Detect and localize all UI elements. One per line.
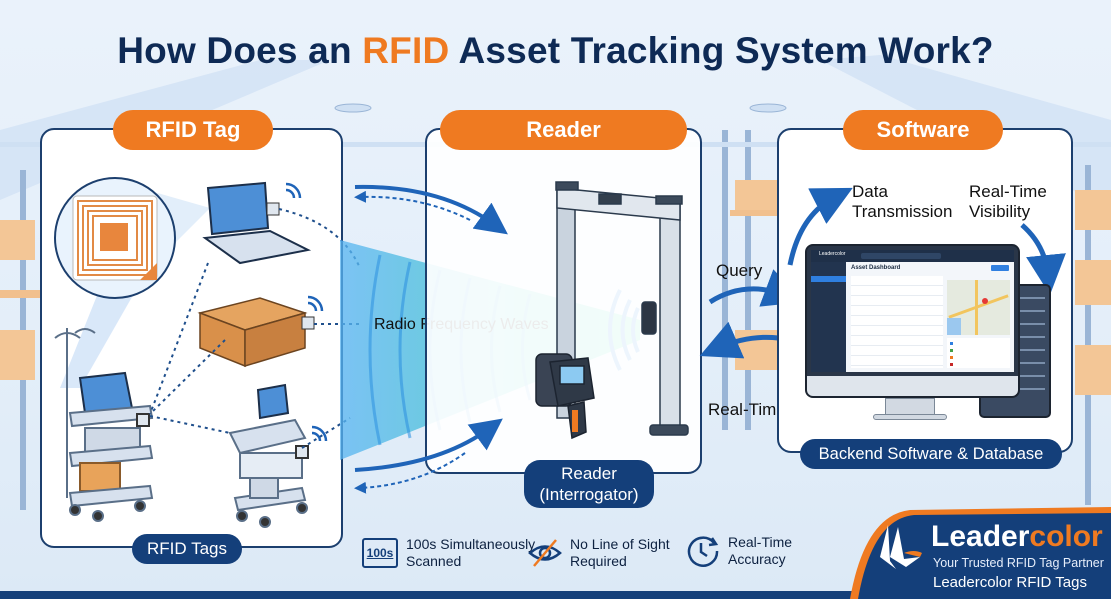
realtime-top-line1: Real-Time [969, 182, 1047, 201]
dashboard-search-input[interactable] [861, 253, 941, 259]
counter-icon: 100s [362, 537, 398, 568]
rfid-tags-footer: RFID Tags [132, 534, 242, 564]
brand-product: Leadercolor RFID Tags [933, 574, 1087, 591]
brand-name: Leadercolor [931, 522, 1103, 552]
wifi-signal-icon [311, 425, 328, 442]
reader-illustrations [535, 181, 689, 440]
data-transmission-line1: Data [852, 182, 888, 201]
realtime-down-arrow [1020, 223, 1066, 295]
title-accent: RFID [362, 30, 450, 71]
pallet-asset [197, 297, 315, 368]
rfid-portal-gate [555, 181, 689, 436]
reader-header: Reader [440, 110, 687, 150]
handheld-reader-device [535, 353, 595, 440]
brand-name-main: Leader [931, 520, 1030, 553]
realtime-top-line2: Visibility [969, 201, 1031, 221]
tag-reader-arrows [354, 184, 508, 494]
portal-antenna [641, 301, 657, 335]
wifi-signal-icon [285, 182, 302, 199]
dashboard-sidebar [811, 262, 846, 372]
reader-footer-line2: (Interrogator) [539, 485, 639, 504]
data-transmission-line2: Transmission [852, 201, 953, 221]
query-arrow [708, 269, 804, 307]
realtime-visibility-top-label: Real-Time Visibility [969, 182, 1047, 221]
brand-corner-background [850, 507, 1111, 599]
monitor-base [873, 414, 947, 420]
clock-icon [687, 536, 719, 567]
counter-badge: 100s [366, 545, 394, 560]
eye-slash-icon [528, 538, 562, 567]
medical-cart-asset [54, 328, 154, 522]
title-prefix: How Does an [117, 30, 363, 71]
return-arrow-top [354, 190, 471, 221]
rfid-tag-illustrations [54, 177, 361, 528]
feature-2-line2: Required [570, 552, 627, 569]
workstation-cart-asset [228, 383, 309, 528]
asset-dashboard-screen: Leadercolor Asset Dashboard [811, 250, 1014, 372]
feature-1-line2: Scanned [406, 552, 462, 569]
query-label: Query [716, 261, 763, 280]
feature-2-line1: No Line of Sight [570, 536, 670, 552]
brand-name-accent: color [1029, 520, 1103, 553]
data-transmission-label: Data Transmission [852, 182, 952, 221]
title-suffix: Asset Tracking System Work? [449, 30, 994, 71]
feature-1-line1: 100s Simultaneously [406, 536, 536, 552]
brand-tagline: Your Trusted RFID Tag Partner [933, 556, 1104, 570]
feature-3-line2: Accuracy [728, 551, 786, 567]
sidebar-active-item[interactable] [811, 276, 846, 282]
wifi-signal-icon [307, 295, 324, 312]
dashboard-map [947, 280, 1010, 335]
dashboard-legend [947, 338, 1010, 368]
backend-software-footer: Backend Software & Database [800, 439, 1062, 469]
dashboard-title: Asset Dashboard [851, 265, 901, 271]
feature-no-line-of-sight: No Line of Sight Required [528, 536, 670, 570]
rfid-tag-header: RFID Tag [113, 110, 273, 150]
software-header: Software [843, 110, 1003, 150]
reader-interrogator-footer: Reader (Interrogator) [524, 460, 654, 508]
return-arrow-bottom [354, 452, 466, 494]
reader-footer-line1: Reader [561, 464, 617, 483]
feature-simultaneous-scan: 100s 100s Simultaneously Scanned [362, 536, 535, 570]
rfid-inlay-icon [54, 177, 176, 299]
data-transmission-arrow [787, 187, 853, 266]
monitor-chin [805, 376, 1020, 398]
dashboard-table [851, 276, 943, 368]
dashboard-primary-button[interactable] [991, 265, 1009, 271]
leadercolor-logo-icon [880, 525, 922, 569]
laptop-asset [202, 181, 312, 265]
dashboard-brand: Leadercolor [819, 251, 846, 257]
magnifier-cone [60, 283, 140, 388]
software-arrows [787, 187, 1066, 295]
page-title: How Does an RFID Asset Tracking System W… [0, 30, 1111, 72]
outgoing-arrow-top [354, 184, 508, 235]
dashboard-topbar: Leadercolor [811, 250, 1014, 262]
feature-realtime-accuracy: Real-Time Accuracy [686, 534, 792, 568]
footer-strip [0, 591, 1111, 599]
outgoing-arrow-bottom [354, 418, 503, 472]
map-pin-icon [982, 298, 988, 304]
feature-3-line1: Real-Time [728, 534, 793, 551]
